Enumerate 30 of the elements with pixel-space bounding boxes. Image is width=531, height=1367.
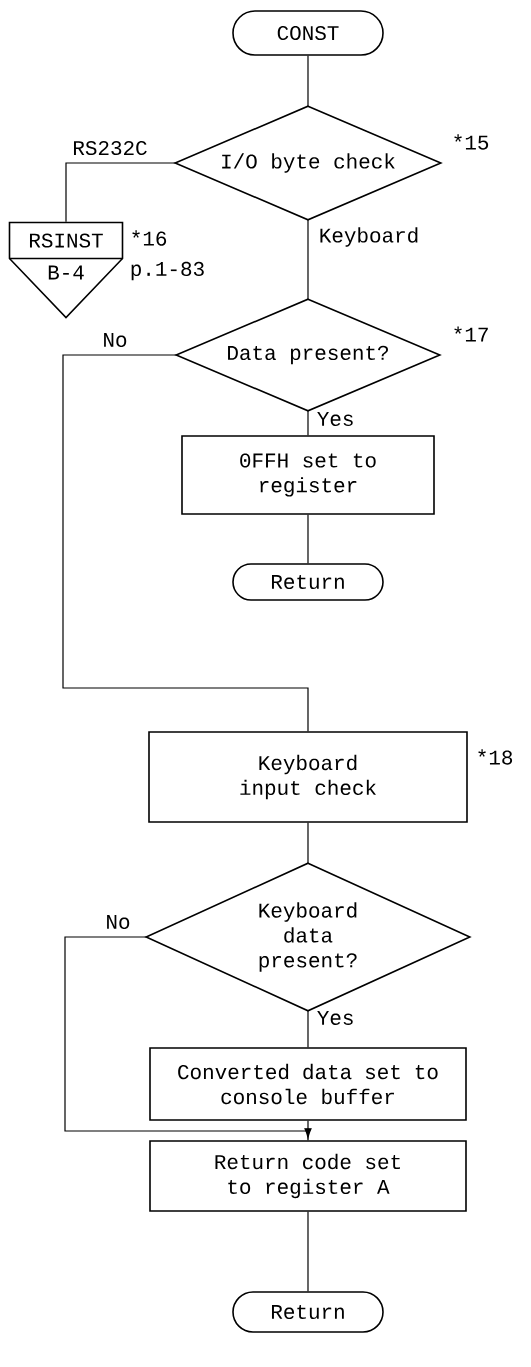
connector-line — [307, 514, 309, 564]
off-page-connector: RSINST B-4 — [8, 221, 124, 319]
process-box: 0FFH set to register — [181, 435, 435, 515]
note-text: p.1-83 — [131, 261, 204, 281]
note-text: *17 — [454, 326, 488, 342]
edge-label: No — [104, 914, 132, 930]
connector-line — [64, 936, 312, 1139]
terminal-box: CONST — [232, 10, 384, 56]
connector-line — [307, 1010, 309, 1048]
edge-label: No — [101, 332, 129, 348]
connector-line — [307, 219, 309, 300]
connector-line — [307, 822, 309, 864]
note-text: *16 — [132, 230, 167, 246]
edge-label: RS232C — [71, 139, 149, 157]
edge-label: Keyboard — [317, 226, 421, 248]
process-box: Converted data set to console buffer — [149, 1047, 467, 1121]
edge-label: Yes — [315, 1010, 356, 1026]
note-text: *15 — [454, 134, 489, 150]
process-box: Return code set to register A — [149, 1140, 467, 1212]
terminal-box: Return — [232, 1291, 384, 1333]
process-box: Keyboard input check — [148, 731, 468, 823]
edge-label: Yes — [315, 411, 356, 427]
connector-line — [307, 410, 309, 436]
terminal-box: Return — [232, 563, 384, 601]
connector-line — [307, 1211, 309, 1292]
connector-line — [62, 354, 309, 732]
connector-line — [65, 162, 176, 223]
connector-line — [307, 1120, 309, 1141]
connector-line — [307, 55, 309, 107]
note-text: *18 — [478, 749, 513, 765]
